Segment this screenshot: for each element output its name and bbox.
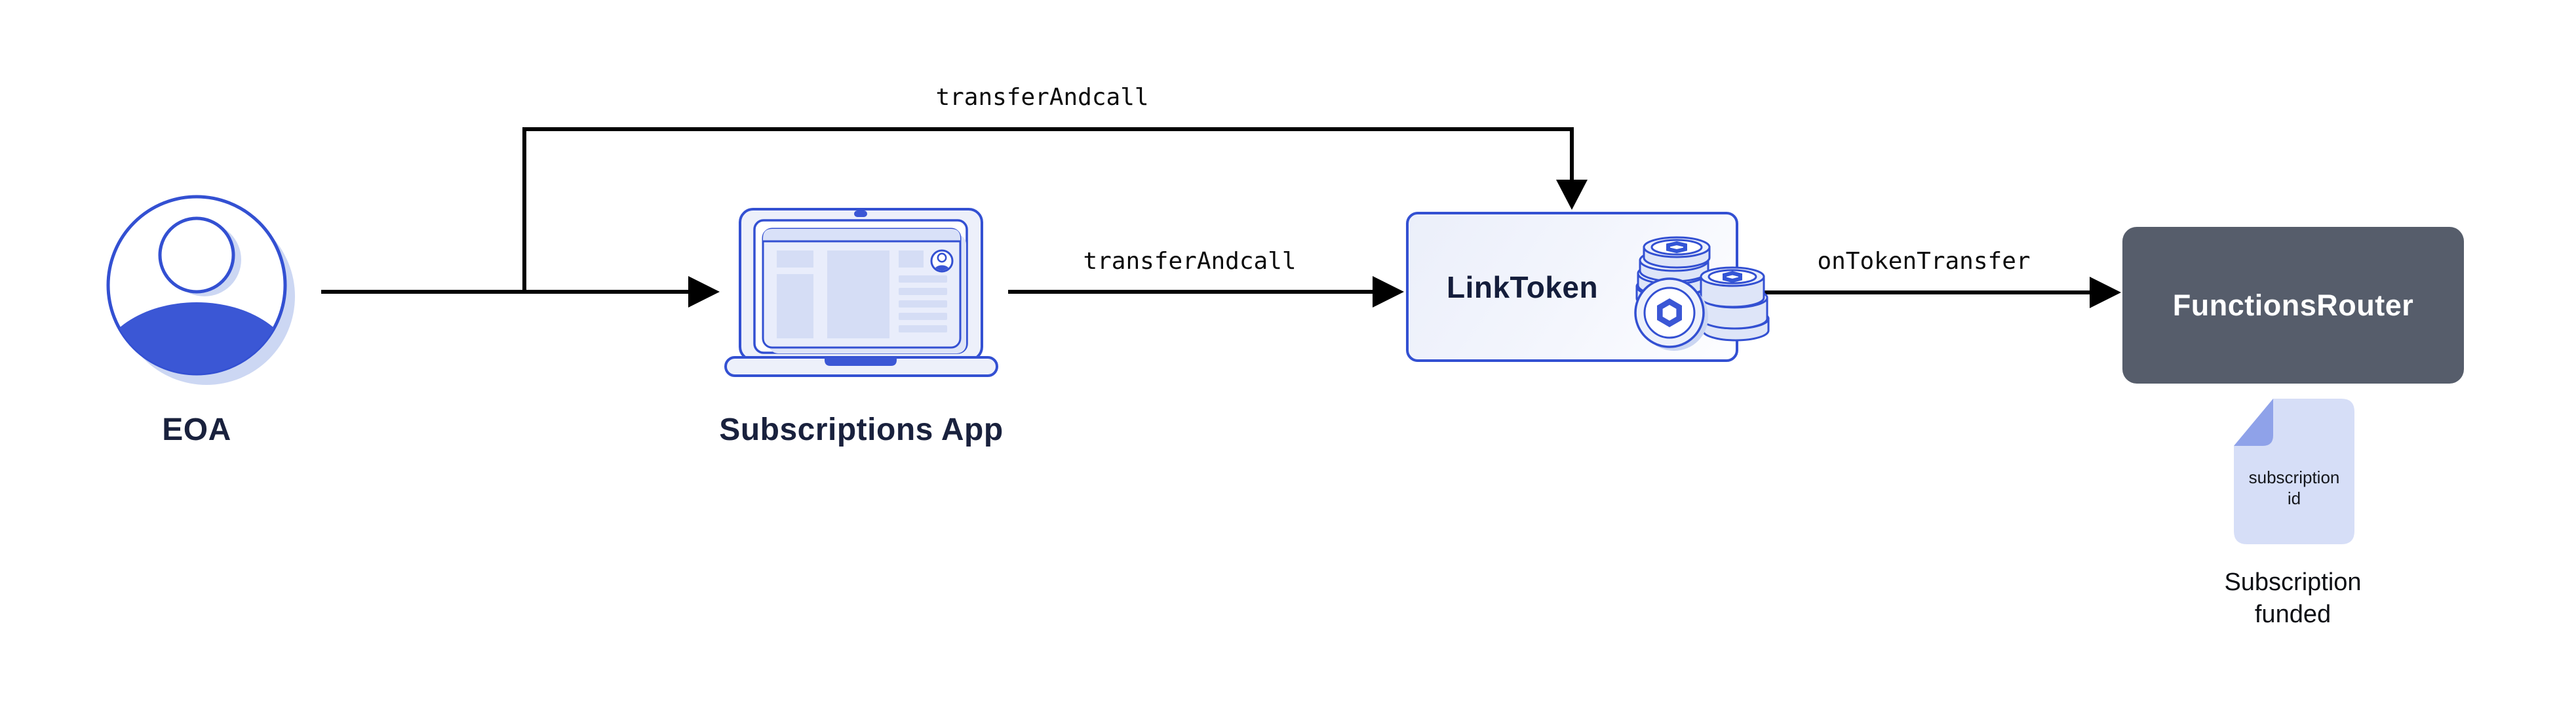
link-token-label: LinkToken (1447, 269, 1599, 304)
subscription-funded-line2: funded (2254, 601, 2332, 628)
arrowhead-linktoken-to-router (2090, 277, 2121, 308)
edge-label-transferandcall-mid: transferAndcall (1083, 248, 1297, 275)
link-coins-icon (1634, 236, 1770, 351)
functions-router-node: FunctionsRouter (2122, 227, 2464, 384)
arrow-eoa-to-linktoken (522, 127, 1574, 292)
subscriptions-app-label: Subscriptions App (719, 412, 1004, 447)
subscription-funded-line1: Subscription (2224, 568, 2362, 596)
arrowhead-app-to-linktoken (1373, 276, 1404, 308)
subscription-id-line2: id (2287, 489, 2301, 508)
eoa-label: EOA (162, 412, 231, 447)
functions-router-label: FunctionsRouter (2172, 288, 2414, 322)
laptop-icon (724, 208, 998, 377)
edge-label-ontokentransfer: onTokenTransfer (1817, 248, 2031, 275)
arrowhead-eoa-to-app (688, 276, 720, 308)
subscription-id-text: subscription id (2234, 467, 2354, 509)
arrowhead-eoa-to-linktoken (1556, 180, 1588, 210)
eoa-avatar-icon (106, 195, 295, 385)
subscription-funded-caption: Subscription funded (2181, 567, 2404, 631)
subscription-document-icon (2234, 399, 2354, 544)
subscription-id-line1: subscription (2248, 468, 2340, 487)
edge-label-transferandcall-top: transferAndcall (935, 84, 1149, 111)
